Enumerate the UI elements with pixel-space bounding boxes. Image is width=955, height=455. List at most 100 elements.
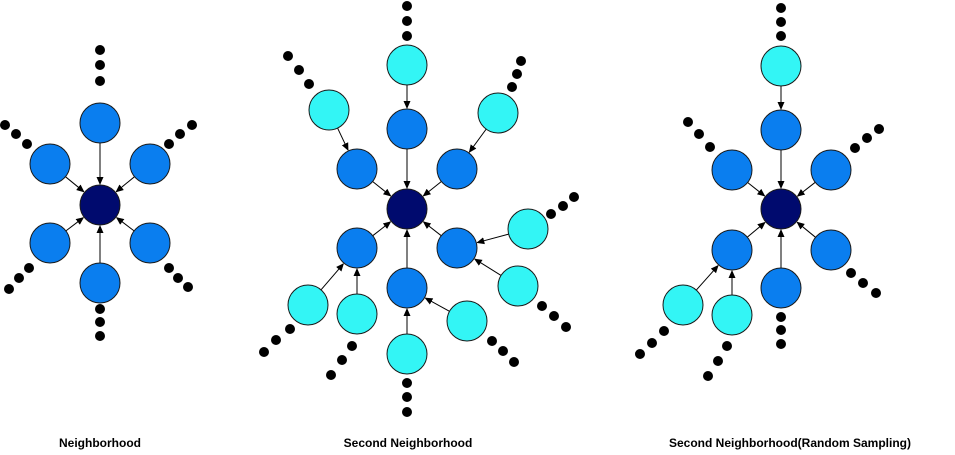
ellipsis-marker <box>850 124 884 153</box>
node-first-hop <box>711 229 753 271</box>
ellipsis-dot <box>173 273 183 283</box>
ellipsis-dot <box>402 407 412 417</box>
node-second-hop <box>477 92 519 134</box>
ellipsis-dot <box>402 31 412 41</box>
ellipsis-dot <box>569 192 579 202</box>
ellipsis-dot <box>24 263 34 273</box>
ellipsis-dot <box>402 378 412 388</box>
node-second-hop <box>711 294 753 336</box>
nodes <box>662 45 852 336</box>
ellipsis-marker <box>546 192 579 219</box>
node-first-hop <box>129 222 171 264</box>
node-first-hop <box>810 229 852 271</box>
ellipsis-dot <box>4 284 14 294</box>
ellipsis-marker <box>487 336 519 367</box>
ellipsis-dot <box>703 371 713 381</box>
ellipsis-dot <box>498 346 508 356</box>
ellipsis-dot <box>0 120 10 130</box>
ellipsis-dot <box>95 60 105 70</box>
ellipsis-dot <box>546 209 556 219</box>
ellipsis-dot <box>537 301 547 311</box>
caption-second-neighborhood-random-sampling: Second Neighborhood(Random Sampling) <box>669 436 911 450</box>
ellipsis-dot <box>271 335 281 345</box>
node-first-hop <box>760 109 802 151</box>
ellipsis-dot <box>402 392 412 402</box>
ellipsis-dot <box>561 322 571 332</box>
edge-second-hop <box>473 258 502 276</box>
ellipsis-dot <box>874 124 884 134</box>
edge-second-hop <box>424 297 450 312</box>
ellipsis-dot <box>846 268 856 278</box>
ellipsis-dot <box>95 45 105 55</box>
node-second-hop <box>386 44 428 86</box>
node-second-hop <box>336 293 378 335</box>
node-second-hop <box>386 333 428 375</box>
ellipsis-dot <box>509 357 519 367</box>
ellipsis-marker <box>846 268 881 298</box>
ellipsis-dot <box>850 143 860 153</box>
edge-second-hop <box>695 264 719 291</box>
ellipsis-dot <box>487 336 497 346</box>
edges <box>695 86 816 295</box>
node-first-hop <box>386 108 428 150</box>
ellipsis-dot <box>164 263 174 273</box>
node-first-hop <box>760 267 802 309</box>
edge-first-hop <box>796 181 816 197</box>
ellipsis-marker <box>95 304 105 341</box>
ellipsis-dot <box>347 341 357 351</box>
edge-first-hop <box>372 181 392 197</box>
ellipsis-dot <box>635 349 645 359</box>
ellipsis-dot <box>694 129 704 139</box>
edge-second-hop <box>476 233 509 245</box>
node-second-hop <box>662 284 704 326</box>
ellipsis-dot <box>164 139 174 149</box>
ellipsis-dot <box>512 69 522 79</box>
ellipsis-dot <box>871 288 881 298</box>
edge-first-hop <box>372 221 392 237</box>
ellipsis-marker <box>259 324 295 357</box>
ellipsis-dot <box>862 133 872 143</box>
ellipsis-marker <box>635 326 669 359</box>
edge-first-hop <box>796 221 816 238</box>
ellipsis-dot <box>516 56 526 66</box>
panel-neighborhood <box>0 45 197 341</box>
ellipsis-marker <box>402 378 412 417</box>
node-first-hop <box>436 227 478 269</box>
ellipsis-dot <box>507 82 517 92</box>
node-second-hop <box>497 265 539 307</box>
ellipsis-marker <box>683 117 715 152</box>
ellipsis-marker <box>283 51 314 89</box>
ellipsis-dot <box>183 282 193 292</box>
node-first-hop <box>386 267 428 309</box>
ellipsis-dot <box>713 356 723 366</box>
ellipsis-marker <box>4 263 34 294</box>
node-first-hop <box>29 222 71 264</box>
node-first-hop <box>436 148 478 190</box>
node-first-hop <box>29 143 71 185</box>
edge-second-hop <box>337 127 349 151</box>
nodes <box>29 102 171 304</box>
ellipsis-dot <box>294 65 304 75</box>
ellipsis-dot <box>659 326 669 336</box>
ellipsis-dot <box>776 325 786 335</box>
ellipsis-marker <box>95 45 105 86</box>
ellipsis-dot <box>776 339 786 349</box>
ellipsis-dot <box>402 1 412 11</box>
ellipsis-marker <box>164 120 197 149</box>
ellipsis-dot <box>402 16 412 26</box>
ellipsis-dot <box>283 51 293 61</box>
node-second-hop <box>760 45 802 87</box>
node-first-hop <box>79 262 121 304</box>
ellipsis-dot <box>259 347 269 357</box>
node-first-hop <box>336 148 378 190</box>
ellipsis-dot <box>187 120 197 130</box>
ellipsis-dot <box>858 278 868 288</box>
ellipsis-dot <box>95 331 105 341</box>
node-second-hop <box>507 208 549 250</box>
ellipsis-dot <box>647 338 657 348</box>
ellipsis-dot <box>549 311 559 321</box>
panel-second-neighborhood-random-sampling <box>635 3 884 381</box>
edge-second-hop <box>320 263 344 291</box>
node-first-hop <box>79 102 121 144</box>
